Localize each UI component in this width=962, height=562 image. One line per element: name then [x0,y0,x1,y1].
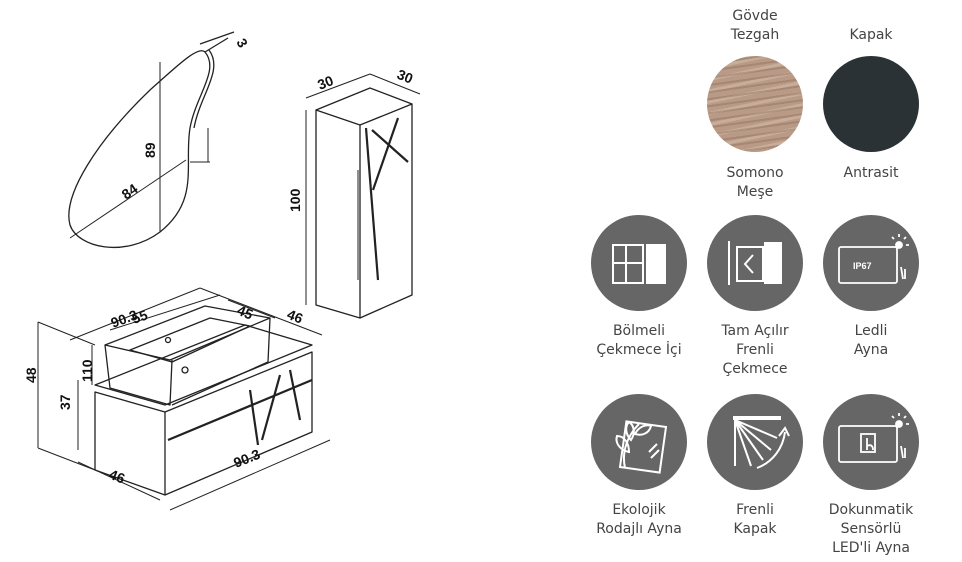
technical-drawing: 3 89 84 30 30 100 90.3 55 45 46 110 48 3… [23,31,421,511]
body-material-title: Gövde Tezgah [730,8,780,43]
drawer-organizer-icon [591,215,687,311]
touch-sensor-mirror-icon [823,394,919,490]
cover-material-title: Kapak [849,27,893,43]
cover-material-name: Antrasit [843,165,899,181]
basin-inner [129,317,251,363]
cabinet-top [315,87,413,111]
feature-label-eco-mirror: Ekolojik Rodajlı Ayna [596,502,682,537]
dim-vanity-bottom-depth: 46 [107,466,128,487]
dim-vanity-body-height: 37 [57,394,73,410]
dim-mirror-height: 89 [142,142,158,158]
anthracite-swatch[interactable] [823,56,919,152]
feature-label-full-extension-drawer: Tam Açılır Frenli Çekmece [721,323,789,377]
body-material-name: Somono Meşe [726,165,784,200]
basin-body [104,317,271,406]
cabinet-handle-lines [364,117,409,281]
mirror-thickness-ext [204,37,229,53]
svg-text:IP67: IP67 [853,261,872,271]
dim-basin-depth: 45 [235,302,256,323]
dim-basin-height: 110 [79,359,95,382]
dim-basin-width: 55 [130,306,150,326]
vanity-side [164,351,313,496]
soft-close-door-icon [707,394,803,490]
vanity-countertop [94,324,313,406]
feature-label-touch-sensor-mirror: Dokunmatik Sensörlü LED'li Ayna [828,502,914,556]
basin-drain [181,366,189,374]
vanity-front [94,391,166,496]
faucet-hole [164,336,172,344]
cabinet-side [359,103,413,319]
dim-cabinet-height: 100 [287,188,303,212]
feature-label-drawer-organizer: Bölmeli Çekmece İçi [596,323,682,358]
mirror-outline [68,50,211,248]
dim-cabinet-depth: 30 [395,66,416,87]
vanity-handle-lines [167,369,313,446]
feature-label-led-mirror: Ledli Ayna [853,323,889,358]
dim-mirror-thickness: 3 [233,36,251,51]
eco-mirror-icon [591,394,687,490]
dim-vanity-total-height: 48 [23,367,39,383]
dim-mirror-width: 84 [119,180,141,202]
dim-cabinet-width: 30 [315,72,336,93]
led-mirror-icon: IP67 [823,215,919,311]
cabinet-front [315,109,361,319]
mirror-depth-line [193,49,215,129]
dim-vanity-bottom-width: 90.3 [231,446,262,471]
feature-label-soft-close-door: Frenli Kapak [733,502,777,537]
mirror-width-line [69,159,187,239]
dim-vanity-top-depth: 46 [285,306,306,327]
oak-swatch[interactable] [707,56,803,152]
full-extension-drawer-icon [707,215,803,311]
